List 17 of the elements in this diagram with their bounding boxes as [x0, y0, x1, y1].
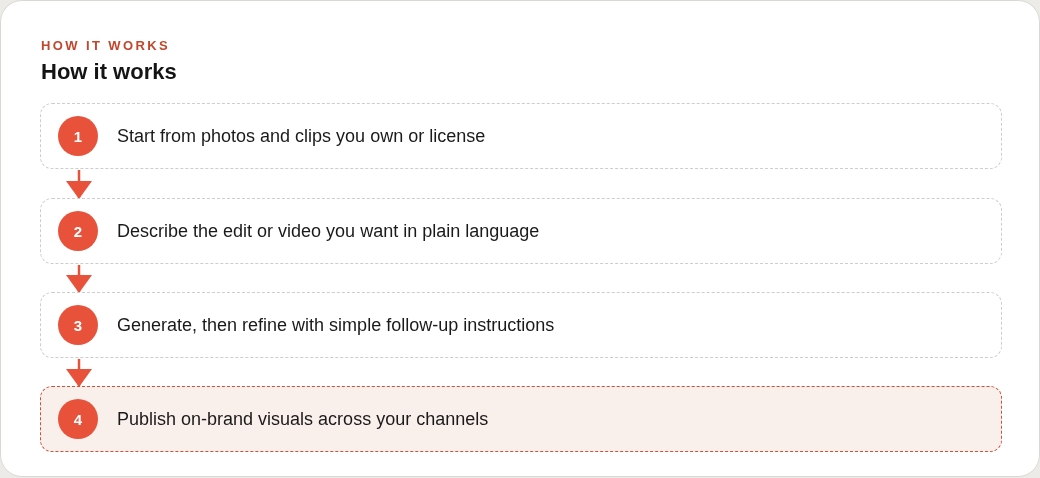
step-box [40, 292, 1002, 358]
step-number-badge: 1 [58, 116, 98, 156]
step-box [40, 198, 1002, 264]
arrow [66, 170, 92, 199]
step-box [40, 103, 1002, 169]
step-text: Describe the edit or video you want in plain language [117, 220, 540, 242]
step-number-badge: 2 [58, 211, 98, 251]
arrow [66, 359, 92, 387]
step-box [40, 386, 1002, 452]
step-text: Publish on-brand visuals across your channels [117, 408, 489, 430]
step-text: Start from photos and clips you own or license [117, 125, 486, 147]
step-number-badge: 3 [58, 305, 98, 345]
section-title: How it works [41, 59, 177, 85]
step-text: Generate, then refine with simple follow-up instructions [117, 314, 555, 336]
step-number-badge: 4 [58, 399, 98, 439]
eyebrow-label: HOW IT WORKS [41, 38, 171, 53]
arrow [66, 265, 92, 293]
